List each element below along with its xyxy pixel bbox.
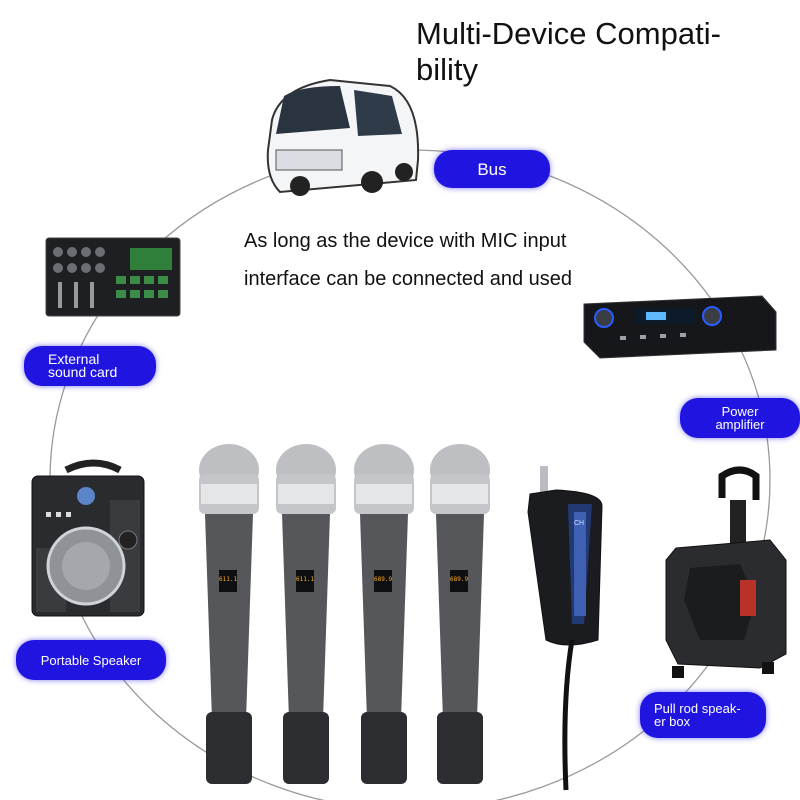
description-line-2: interface can be connected and used — [244, 268, 573, 290]
microphone-2 — [276, 444, 336, 784]
receiver-display: CH — [573, 520, 585, 527]
description-line-1: As long as the device with MIC input — [244, 230, 567, 252]
mic-1-display: 611.1 — [219, 576, 238, 583]
mic-4-display: 689.9 — [450, 576, 469, 583]
label-external-sound-card: External sound card — [24, 346, 156, 386]
sound-card-image — [45, 237, 181, 317]
microphone-3 — [354, 444, 414, 784]
mic-3-display: 689.9 — [374, 576, 393, 583]
receiver-image — [527, 466, 603, 791]
mic-2-display: 611.1 — [296, 576, 315, 583]
label-bus: Bus — [434, 150, 550, 188]
microphone-1 — [199, 444, 259, 784]
amplifier-image — [583, 295, 777, 359]
label-power-amplifier-text: Power amplifier — [715, 404, 765, 432]
portable-speaker-image — [31, 459, 145, 617]
microphone-4 — [430, 444, 490, 784]
pull-rod-speaker-image — [665, 466, 787, 678]
label-portable-speaker: Portable Speaker — [16, 640, 166, 680]
page-title: Multi-Device Compati- bility — [416, 16, 721, 87]
label-external-sound-card-text: External sound card — [48, 351, 118, 380]
bus-image — [266, 78, 420, 196]
label-pull-rod-speaker-box-text: Pull rod speak- er box — [654, 701, 741, 729]
label-pull-rod-speaker-box: Pull rod speak- er box — [640, 692, 766, 738]
label-portable-speaker-text: Portable Speaker — [40, 652, 142, 668]
label-power-amplifier: Power amplifier — [680, 398, 800, 438]
microphones-group — [199, 444, 490, 784]
label-bus-text: Bus — [477, 159, 507, 179]
